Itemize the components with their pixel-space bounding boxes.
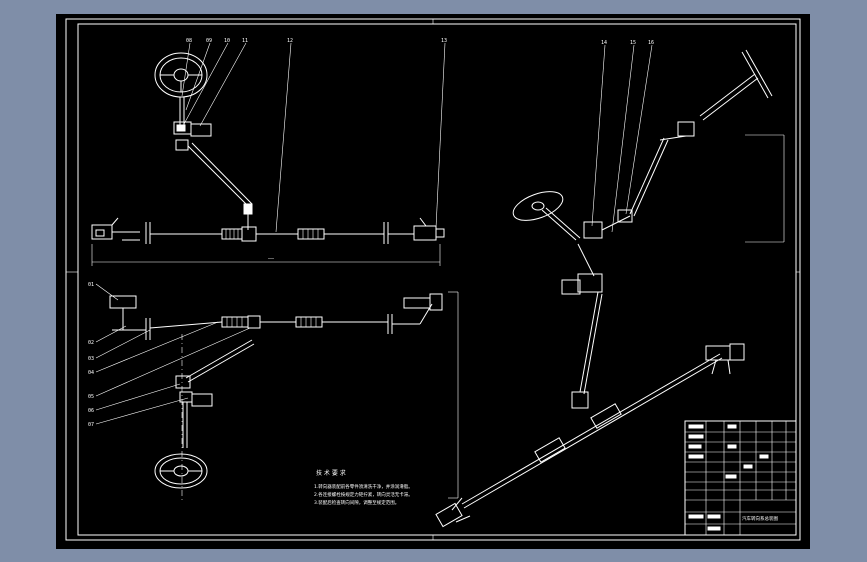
callout-label: 11 <box>242 38 248 44</box>
technical-notes: 技 术 要 求 1.转向器装配前各零件须清洗干净，并涂润滑脂。 2.各连接螺栓按… <box>314 469 413 506</box>
callout-label: 13 <box>441 38 447 44</box>
drawing-title: 汽车转向系总装图 <box>742 515 778 522</box>
callout-label: 07 <box>88 422 94 428</box>
steering-wheel-top <box>154 52 208 98</box>
callout-label: 10 <box>224 38 230 44</box>
callout-label: 12 <box>287 38 293 44</box>
note-line: 3.装配后检查转向间隙，调整至规定范围。 <box>314 499 399 506</box>
callout-label: 09 <box>206 38 212 44</box>
callout-label: 15 <box>630 40 636 46</box>
top-view-assembly: —— <box>91 52 445 266</box>
note-line: 2.各连接螺栓按规定力矩拧紧，转向灵活无卡滞。 <box>314 491 413 498</box>
sheet-frame <box>65 18 801 541</box>
title-block: 汽车转向系总装图 <box>684 420 797 536</box>
callout-label: 03 <box>88 356 94 362</box>
callout-label: 01 <box>88 282 94 288</box>
callout-leaders <box>95 42 653 425</box>
steering-wheel-iso <box>512 191 564 221</box>
note-line: 1.转向器装配前各零件须清洗干净，并涂润滑脂。 <box>314 483 413 490</box>
callout-label: 16 <box>648 40 654 46</box>
isometric-view-assembly <box>435 49 785 528</box>
callout-label: 14 <box>601 40 607 46</box>
callout-label: 05 <box>88 394 94 400</box>
notes-title: 技 术 要 求 <box>316 469 346 477</box>
callout-labels: 08 09 10 11 12 13 14 15 16 01 02 03 04 0… <box>88 38 654 428</box>
steering-wheel-bottom <box>154 453 208 489</box>
drawing-sheet <box>56 14 810 549</box>
dimension-label: —— <box>268 256 275 262</box>
callout-label: 02 <box>88 340 94 346</box>
callout-label: 08 <box>186 38 192 44</box>
callout-label: 04 <box>88 370 94 376</box>
front-view-assembly <box>109 291 459 500</box>
callout-label: 06 <box>88 408 94 414</box>
